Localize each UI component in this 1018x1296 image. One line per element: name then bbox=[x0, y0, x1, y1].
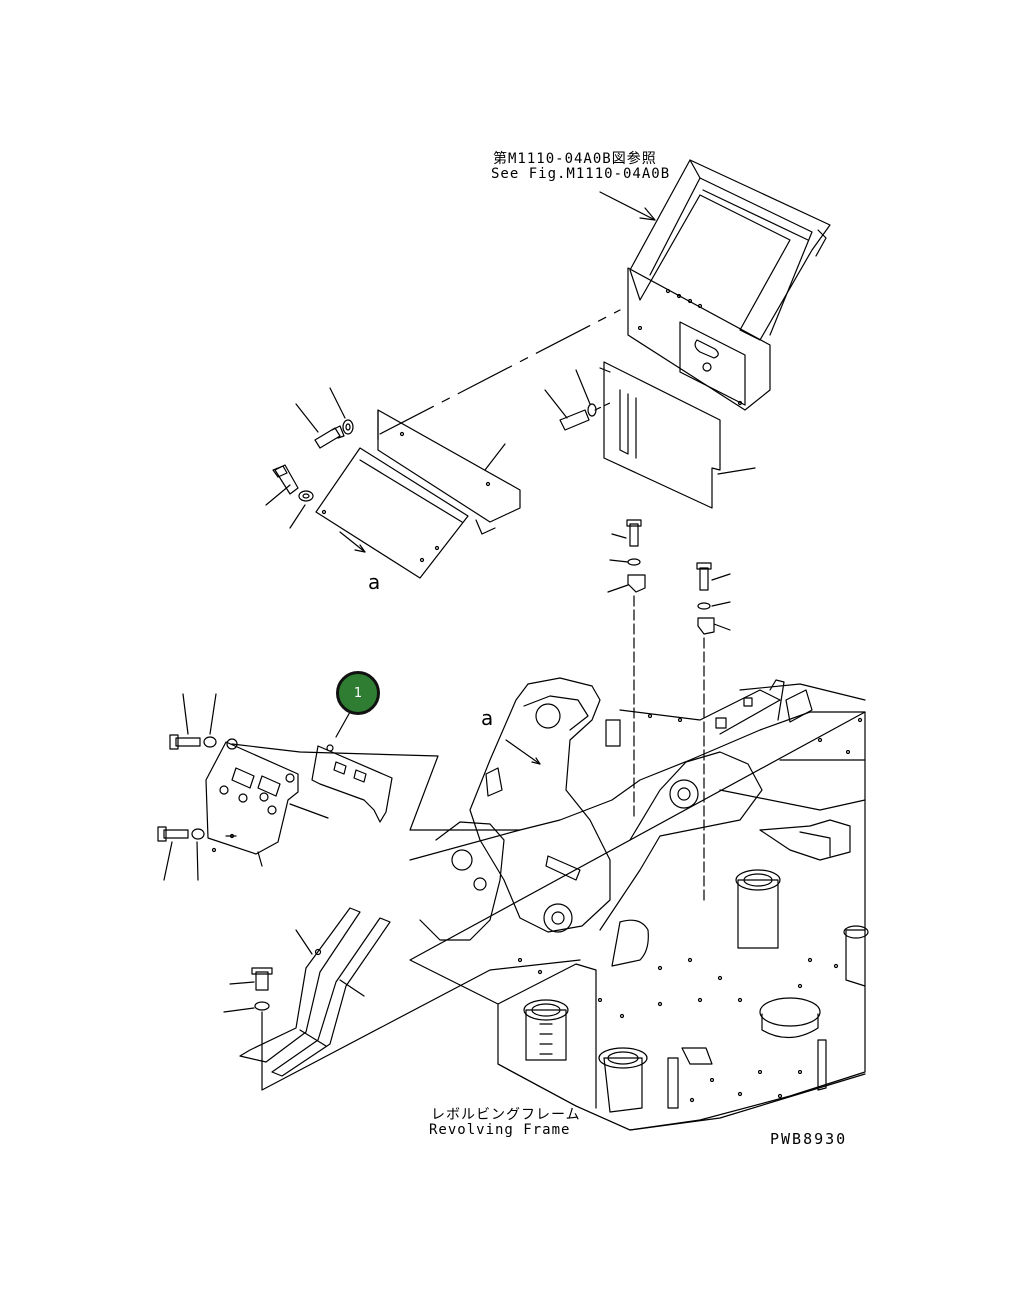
channel-bars bbox=[224, 908, 580, 1090]
cab-frame-assembly bbox=[600, 160, 830, 508]
revolving-frame bbox=[410, 678, 868, 1130]
drawing-number: PWB8930 bbox=[770, 1130, 848, 1148]
mounting-bolts bbox=[608, 520, 730, 900]
frame-label-japanese: レボルビングフレーム bbox=[431, 1107, 581, 1123]
part-callout-number: 1 bbox=[353, 685, 363, 701]
view-marker-a-upper: a bbox=[368, 570, 381, 594]
part-callout-1[interactable]: 1 bbox=[336, 671, 380, 715]
view-marker-a-lower: a bbox=[481, 706, 494, 730]
cover-plate-assembly bbox=[158, 694, 520, 880]
upper-bracket-assembly bbox=[266, 310, 620, 578]
frame-label-english: Revolving Frame bbox=[429, 1122, 571, 1138]
reference-note-japanese: 第M1110-04A0B図参照 bbox=[493, 151, 657, 167]
reference-note-english: See Fig.M1110-04A0B bbox=[491, 166, 671, 182]
